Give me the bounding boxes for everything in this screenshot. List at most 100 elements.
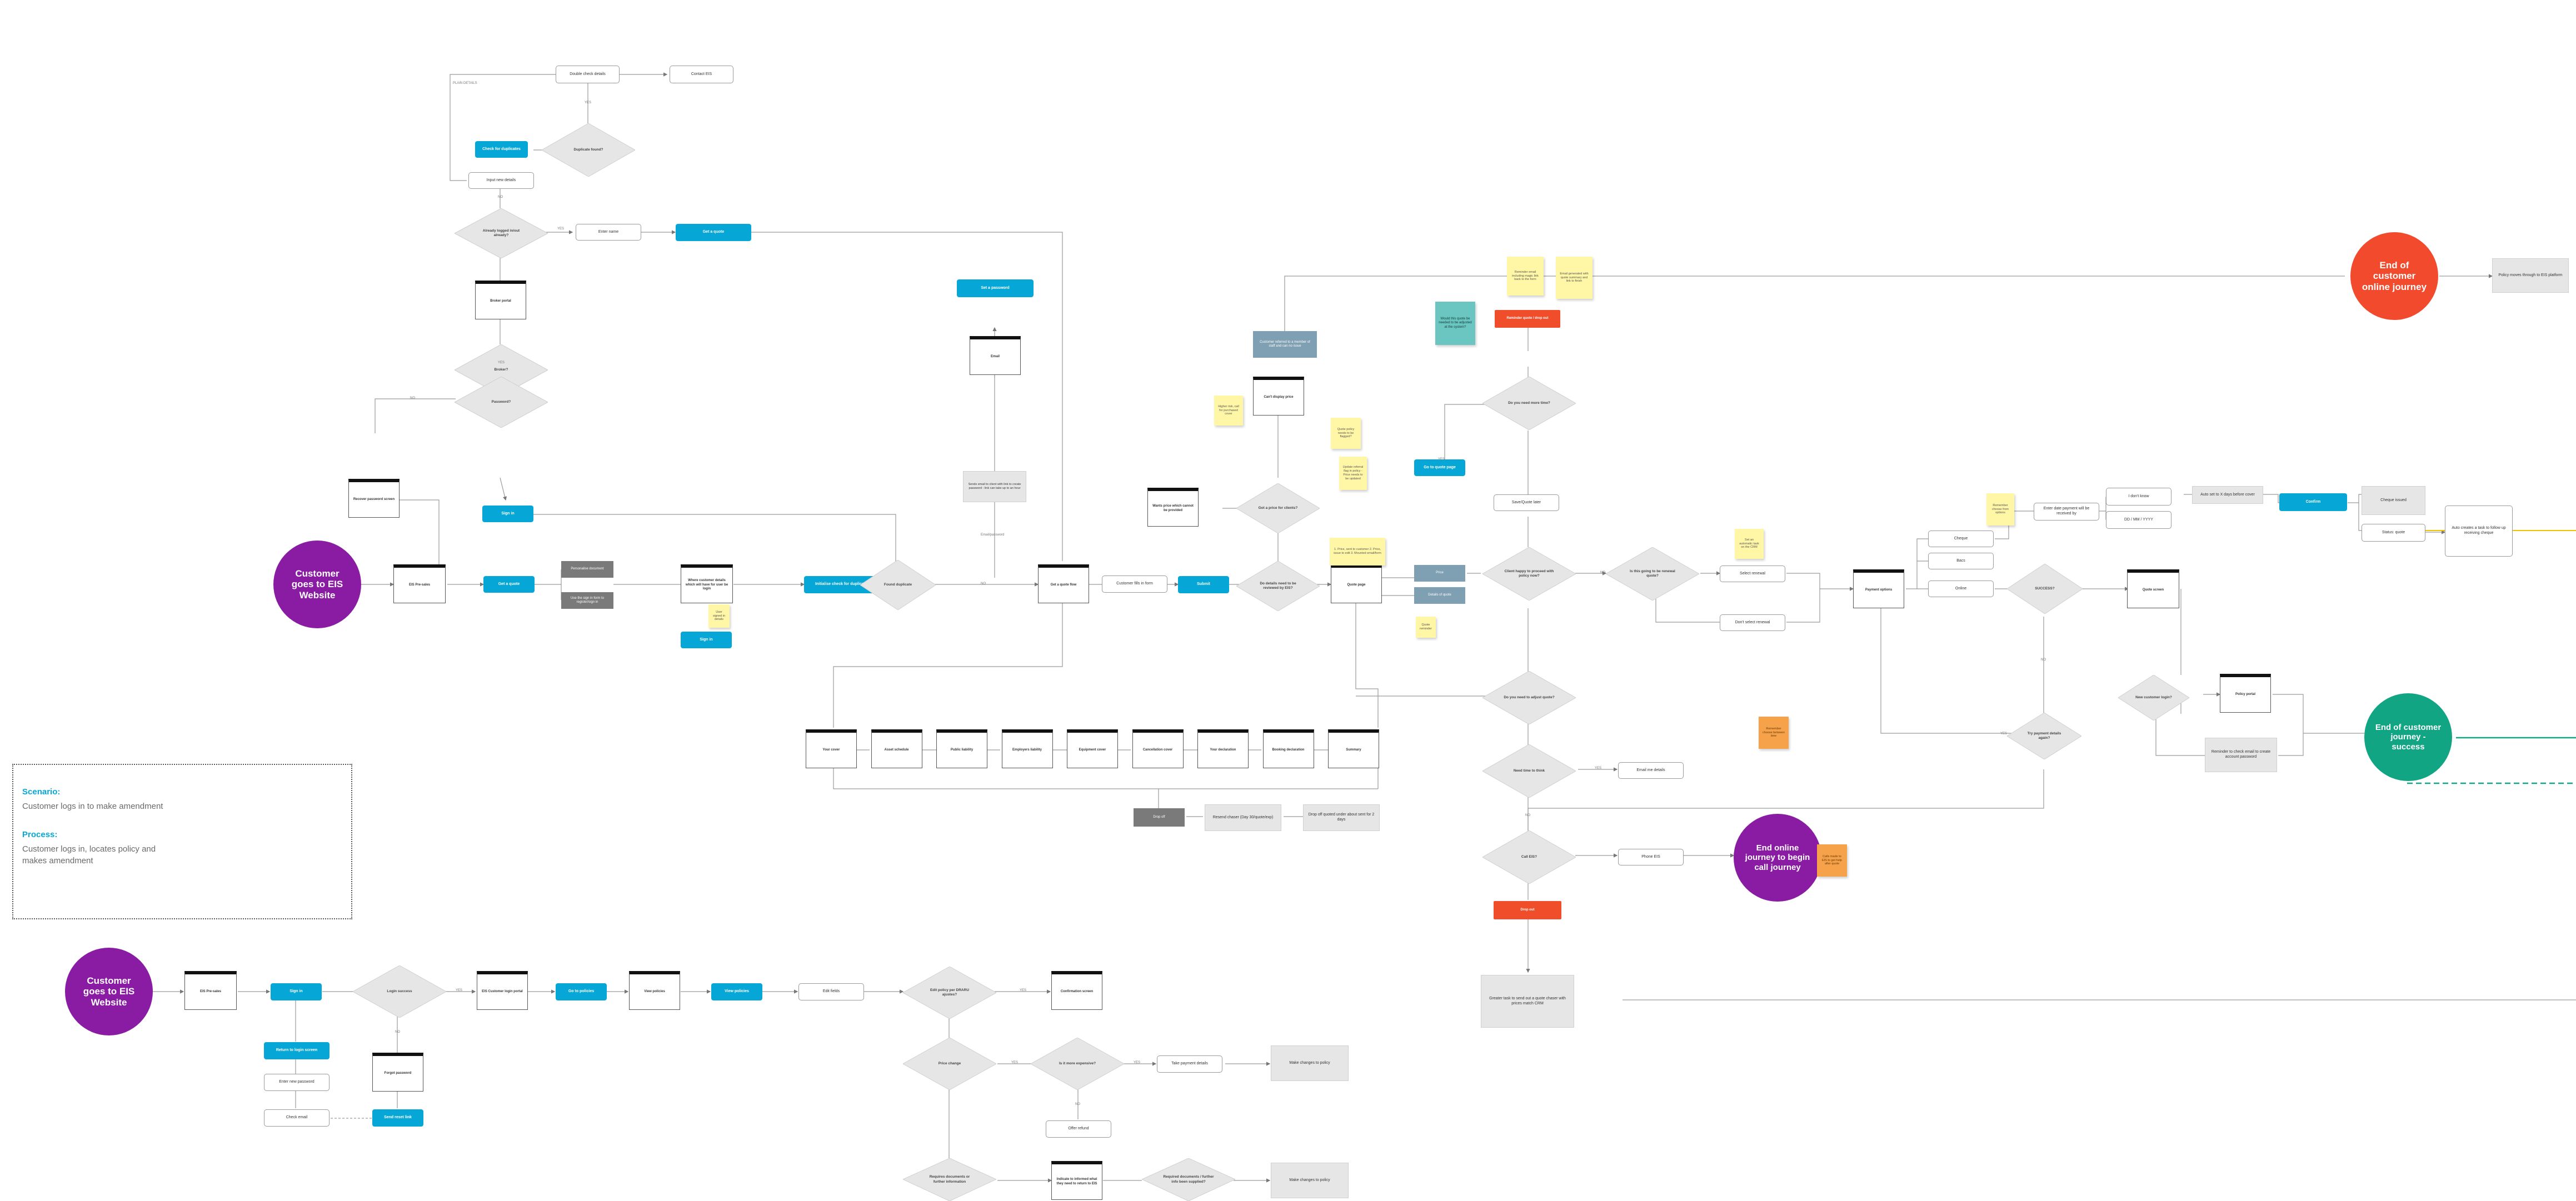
get-quote-button-top[interactable]: Get a quote	[676, 224, 751, 241]
forgot-password-page: Forgot password	[372, 1053, 423, 1092]
form-step: Summary	[1328, 729, 1379, 768]
go-to-quote-button[interactable]: Go to quote page	[1414, 459, 1465, 476]
confirm-button[interactable]: Confirm	[2279, 493, 2347, 511]
note-user-signed: User signed in details	[708, 604, 730, 628]
label-no-2: NO	[410, 397, 415, 400]
sign-in-button-top[interactable]: Sign in	[482, 506, 533, 522]
note-drop: Quote reminder	[1416, 617, 1436, 638]
email-me-details[interactable]: Email me details	[1618, 762, 1684, 779]
enter-payment-date[interactable]: Enter date payment will be received by	[2034, 503, 2099, 521]
renewal-quote-decision: Is this going to be renewal quote?	[1606, 547, 1699, 600]
label-yes-6: YES	[2000, 732, 2008, 735]
label-yes-10: YES	[1134, 1061, 1141, 1064]
reminder-quote-dropout: Reminder quote / drop out	[1495, 310, 1560, 328]
broker-portal: Broker portal	[475, 281, 526, 319]
end-online-terminal: End of customer online journey	[2350, 232, 2438, 320]
enter-name[interactable]: Enter name	[576, 224, 641, 241]
date-input[interactable]: DD / MM / YYYY	[2106, 511, 2171, 529]
note-referral-flags: Update referral flag in policy - Price n…	[1339, 457, 1367, 490]
dont-know-option[interactable]: I don't know	[2106, 488, 2171, 506]
greater-task-chaser: Greater task to send out a quote chaser …	[1481, 975, 1574, 1028]
contact-eis[interactable]: Contact EIS	[670, 66, 733, 83]
take-payment-details[interactable]: Take payment details	[1157, 1055, 1222, 1073]
drop-out-step: Drop out	[1494, 901, 1561, 919]
sign-in-form-register: Use the sign in form to register/sign in	[561, 592, 613, 609]
customer-fills-form[interactable]: Customer fills in form	[1102, 576, 1167, 593]
sign-in-button-mid[interactable]: Sign in	[681, 632, 732, 648]
process-title: Process:	[22, 830, 58, 840]
form-step: Public liability	[936, 729, 987, 768]
double-check-details[interactable]: Double check details	[556, 66, 620, 83]
found-duplicate-decision: Found duplicate	[860, 560, 936, 610]
note-reminder-email: Reminder email including magic link back…	[1507, 257, 1544, 296]
label-yes-3: YES	[498, 361, 505, 364]
form-step: Asset schedule	[871, 729, 922, 768]
online-option[interactable]: Online	[1928, 581, 1994, 597]
price-change-decision: Price change	[903, 1038, 996, 1090]
docs-supplied-decision: Required documents / further info been s…	[1142, 1158, 1235, 1201]
select-renewal[interactable]: Select renewal	[1720, 566, 1785, 582]
get-a-quote-button[interactable]: Get a quote	[483, 576, 535, 593]
need-time-decision: Need time to think	[1482, 744, 1576, 798]
scenario-text: Customer logs in to make amendment	[22, 802, 163, 811]
payment-options-page: Payment options	[1853, 569, 1904, 608]
auto-set-days: Auto set to X days before cover	[2192, 486, 2263, 504]
save-quote-later[interactable]: Save/Quote later	[1494, 494, 1559, 511]
label-no-3: NO	[981, 582, 986, 586]
duplicate-found-decision: Duplicate found?	[542, 123, 635, 177]
eis-pre-sales-page: EIS Pre-sales	[393, 564, 446, 603]
label-plain-details: PLAIN DETAILS	[453, 82, 477, 85]
form-step: Cancellation cover	[1132, 729, 1184, 768]
password-decision: Password?	[455, 377, 548, 428]
submit-button[interactable]: Submit	[1178, 576, 1229, 593]
input-new-details[interactable]: Input new details	[468, 172, 534, 189]
bacs-option[interactable]: Bacs	[1928, 553, 1994, 569]
form-step: Equipment cover	[1067, 729, 1118, 768]
dont-select-renewal[interactable]: Don't select renewal	[1720, 614, 1785, 631]
cheque-option[interactable]: Cheque	[1928, 531, 1994, 547]
set-password-button[interactable]: Set a password	[957, 279, 1034, 297]
auto-task-cheque: Auto creates a task to follow up receivi…	[2445, 506, 2513, 557]
check-duplicates-button[interactable]: Check for duplicates	[475, 141, 528, 158]
send-reset-button[interactable]: Send reset link	[372, 1109, 423, 1127]
offer-refund[interactable]: Offer refund	[1046, 1120, 1111, 1138]
price-box: Price	[1414, 565, 1465, 582]
note-higher-risk: Higher risk, call for purchased cover	[1214, 396, 1243, 426]
label-yes-5: YES	[1595, 767, 1602, 770]
label-yes-7: YES	[456, 989, 463, 992]
view-policies-button[interactable]: View policies	[711, 983, 762, 1000]
requires-docs-decision: Requires documents or further informatio…	[903, 1158, 996, 1201]
make-changes-b: Make changes to policy	[1271, 1163, 1349, 1198]
needs-review-decision: Do details need to be reviewed by EIS?	[1236, 561, 1320, 611]
note-price-steps: 1. Price, sent to customer 2. Price, iss…	[1330, 538, 1385, 566]
indicate-info-page: Indicate to informed what they need to r…	[1051, 1161, 1102, 1200]
label-no-6: NO	[2041, 658, 2046, 662]
new-customer-decision: New customer login?	[2118, 675, 2189, 720]
label-yes-1: YES	[585, 101, 592, 104]
sign-in-button-bottom[interactable]: Sign in	[271, 983, 322, 1000]
got-price-decision: Got a price for clients?	[1236, 483, 1320, 533]
drop-off-step: Drop off	[1134, 808, 1185, 827]
go-to-policies-button[interactable]: Go to policies	[556, 983, 607, 1000]
check-email[interactable]: Check email	[264, 1109, 330, 1127]
customer-referred: Customer referred to a member of staff a…	[1253, 331, 1317, 358]
resend-chaser: Resend chaser (Day 30/quote/exp)	[1205, 804, 1281, 831]
already-logged-decision: Already logged in/out already?	[455, 208, 548, 258]
label-no-8: NO	[1075, 1103, 1080, 1106]
send-email-step: Sends email to client with link to creat…	[963, 471, 1026, 502]
phone-eis[interactable]: Phone EIS	[1618, 849, 1684, 865]
return-login-button[interactable]: Return to login screen	[264, 1042, 330, 1059]
enter-new-password[interactable]: Enter new password	[264, 1074, 330, 1091]
need-more-time-decision: Do you need more time?	[1482, 377, 1576, 430]
label-yes-4: YES	[1438, 458, 1445, 461]
form-step: Your declaration	[1197, 729, 1249, 768]
label-no-7: NO	[395, 1030, 400, 1034]
note-adjust-system: Would this quote be needed to be adjuste…	[1435, 302, 1475, 345]
cant-display-price: Can't display price	[1253, 377, 1304, 416]
edit-fields[interactable]: Edit fields	[798, 983, 864, 1000]
eis-pre-sales-bottom: EIS Pre-sales	[184, 971, 237, 1010]
adjust-quote-decision: Do you need to adjust quote?	[1482, 671, 1576, 724]
label-no-5: NO	[1525, 814, 1530, 817]
happy-proceed-decision: Client happy to proceed with policy now?	[1482, 547, 1576, 600]
broker-decision: Broker?	[455, 344, 548, 396]
